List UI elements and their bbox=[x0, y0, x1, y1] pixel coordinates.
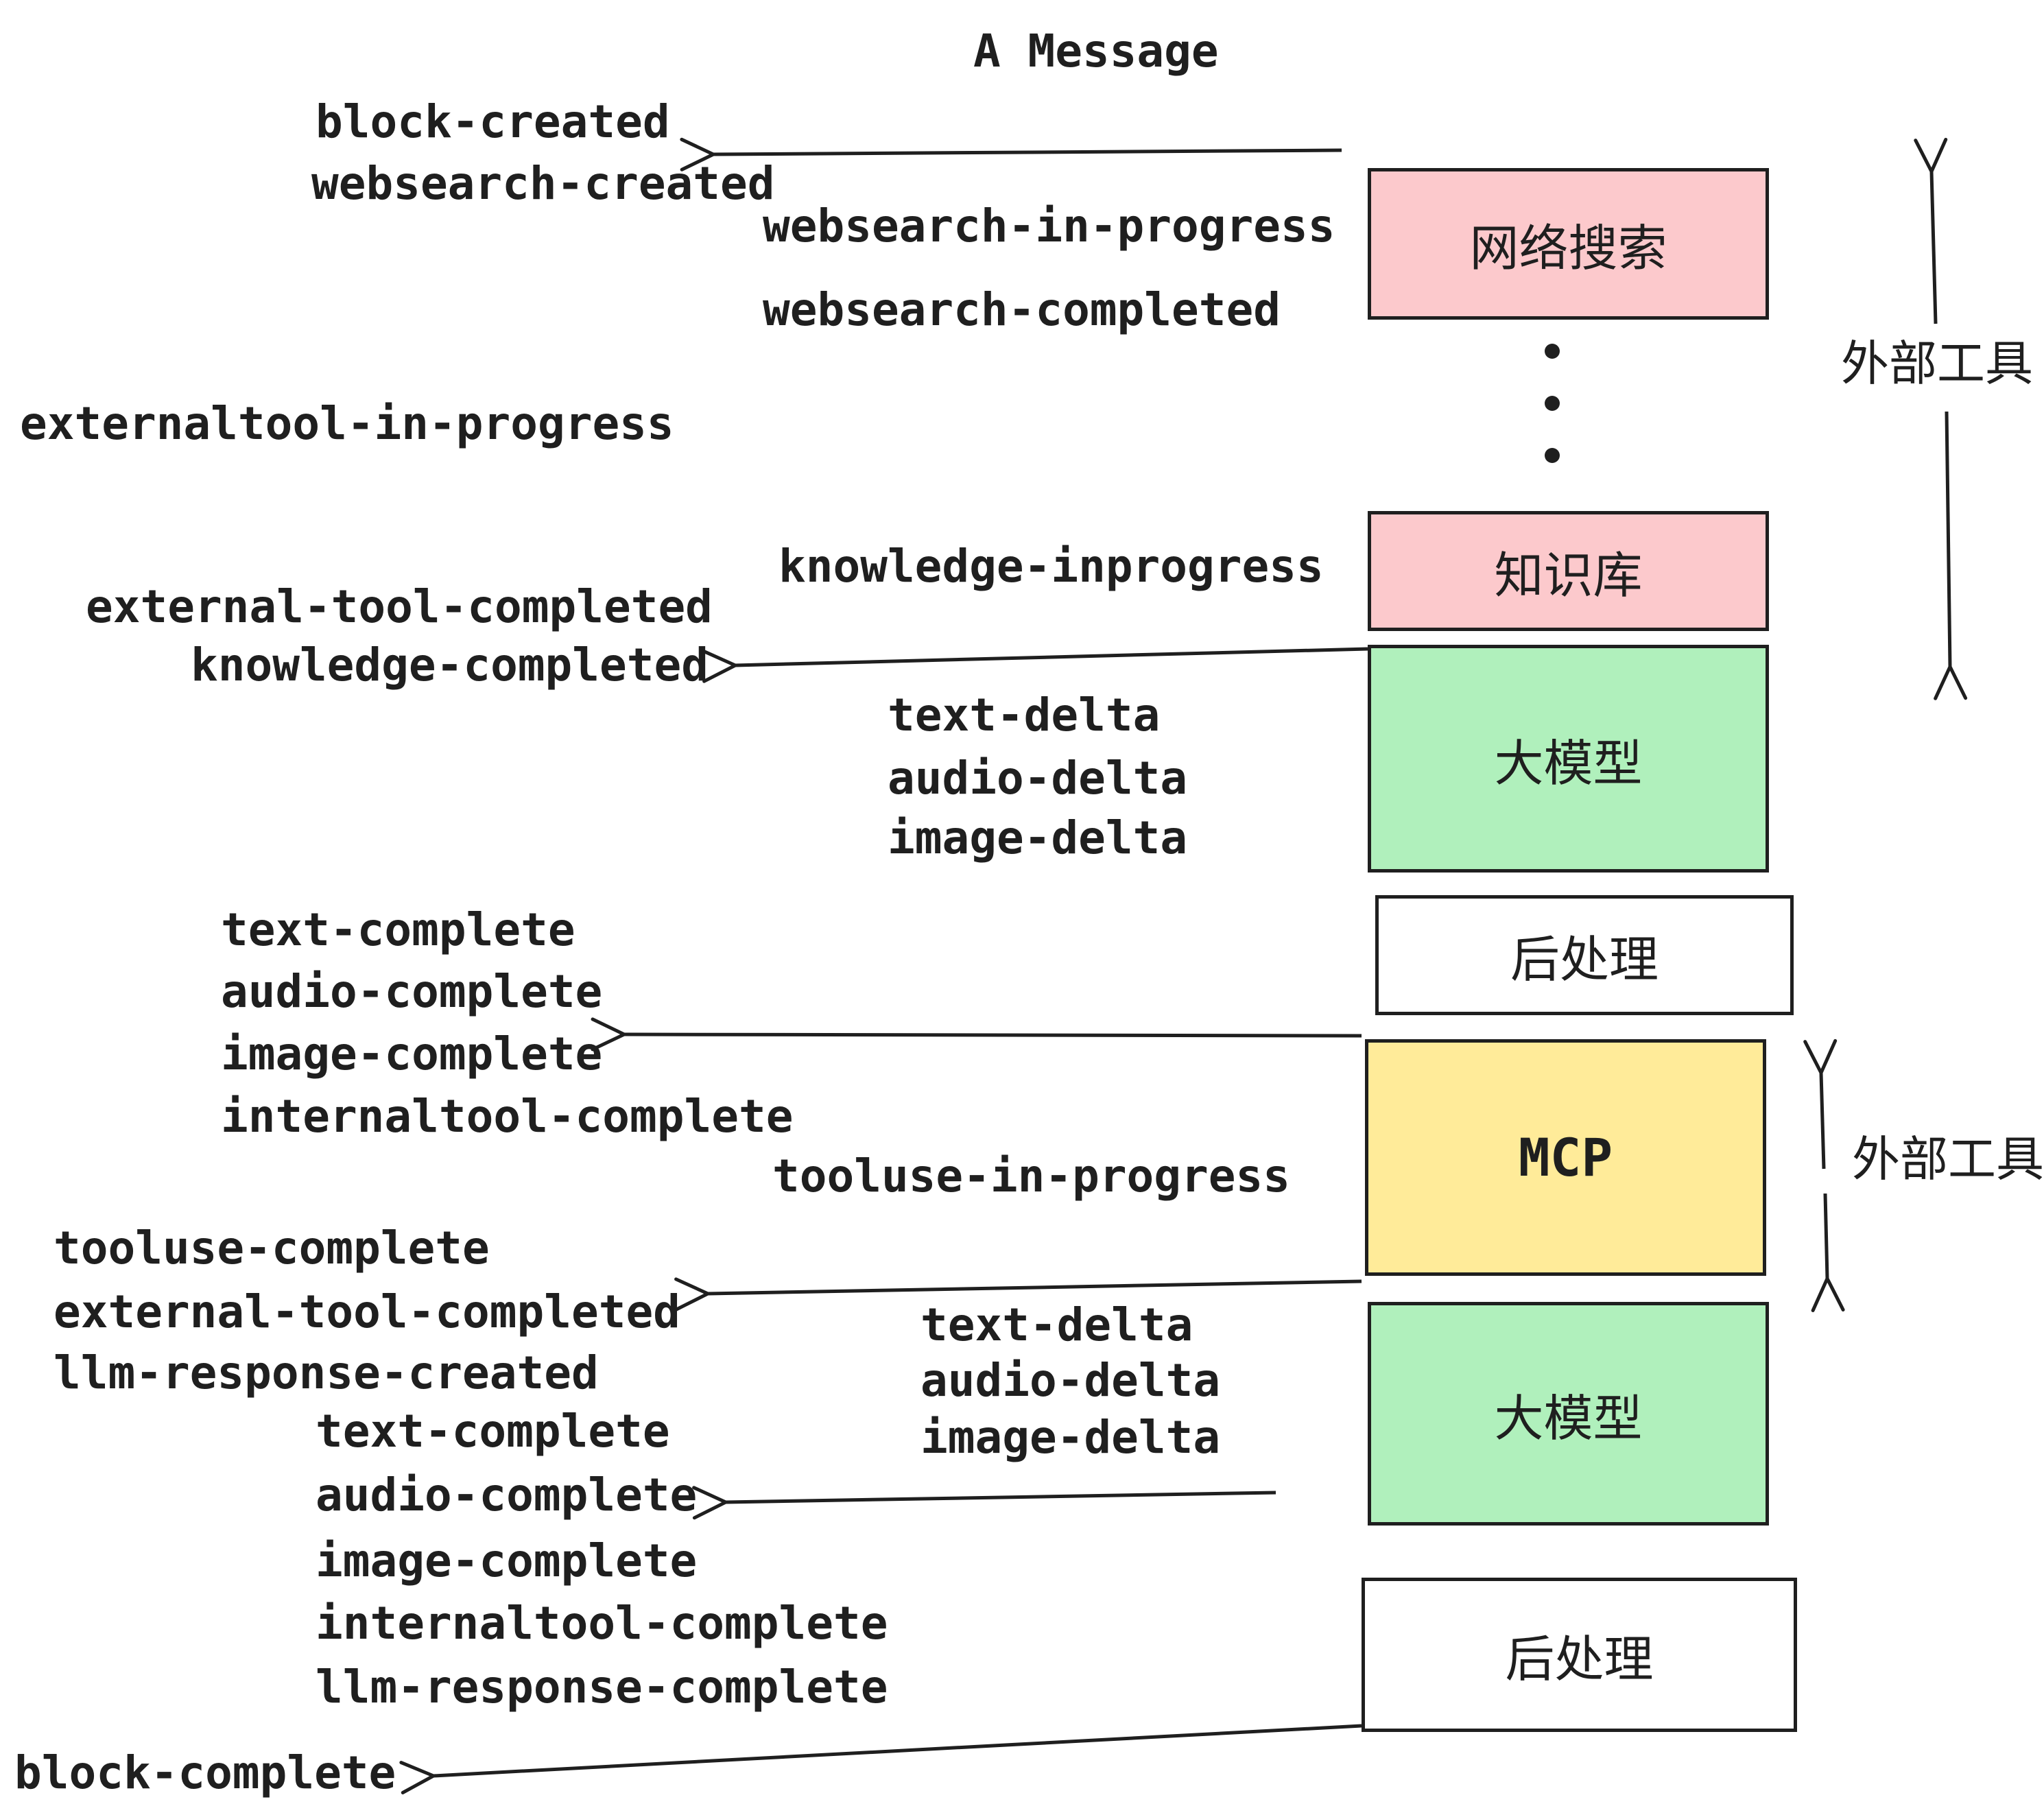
event-websearch-created: websearch-created bbox=[311, 157, 775, 210]
mcp-box: MCP bbox=[1365, 1039, 1766, 1276]
external-tools-down-arrow-2 bbox=[1811, 1193, 1845, 1313]
event-block-created: block-created bbox=[316, 95, 670, 148]
event-internaltool-complete-2: internaltool-complete bbox=[316, 1597, 888, 1650]
event-image-complete-1: image-complete bbox=[221, 1028, 603, 1080]
event-websearch-completed: websearch-completed bbox=[763, 283, 1281, 336]
event-external-tool-completed-1: external-tool-completed bbox=[86, 580, 713, 633]
external-tools-up-arrow-2 bbox=[1803, 1039, 1838, 1170]
external-tools-label-1: 外部工具 bbox=[1841, 335, 2033, 392]
event-block-complete: block-complete bbox=[14, 1746, 396, 1799]
llm-box-2-label: 大模型 bbox=[1494, 1389, 1643, 1447]
external-tools-down-arrow-1 bbox=[1934, 411, 1968, 700]
mcp-box-label: MCP bbox=[1518, 1127, 1613, 1188]
event-audio-delta-2: audio-delta bbox=[920, 1354, 1221, 1407]
event-text-complete-2: text-complete bbox=[316, 1405, 670, 1458]
event-image-delta-2: image-delta bbox=[920, 1411, 1221, 1464]
event-tooluse-complete: tooluse-complete bbox=[54, 1222, 490, 1274]
arrow-to-audio-complete bbox=[692, 1486, 1276, 1520]
postprocess-box-2: 后处理 bbox=[1362, 1578, 1797, 1732]
event-image-delta-1: image-delta bbox=[888, 811, 1188, 864]
arrow-to-image-complete bbox=[591, 1017, 1362, 1052]
knowledge-base-box-label: 知识库 bbox=[1494, 547, 1643, 604]
websearch-box: 网络搜索 bbox=[1368, 168, 1769, 320]
postprocess-box-2-label: 后处理 bbox=[1505, 1630, 1654, 1688]
postprocess-box-1: 后处理 bbox=[1375, 895, 1794, 1015]
llm-box-2: 大模型 bbox=[1368, 1302, 1769, 1526]
event-external-tool-completed-2: external-tool-completed bbox=[54, 1285, 680, 1338]
llm-box-1-label: 大模型 bbox=[1494, 734, 1643, 792]
websearch-box-label: 网络搜索 bbox=[1469, 219, 1667, 277]
external-tools-up-arrow-1 bbox=[1914, 137, 1948, 324]
arrow-to-block-complete bbox=[399, 1724, 1362, 1794]
postprocess-box-1-label: 后处理 bbox=[1510, 931, 1659, 988]
event-audio-delta-1: audio-delta bbox=[888, 752, 1188, 805]
event-internaltool-complete-1: internaltool-complete bbox=[221, 1090, 794, 1143]
llm-box-1: 大模型 bbox=[1368, 645, 1769, 873]
knowledge-base-box: 知识库 bbox=[1368, 511, 1769, 631]
event-text-delta-2: text-delta bbox=[920, 1298, 1193, 1351]
event-websearch-in-progress: websearch-in-progress bbox=[763, 200, 1335, 252]
event-audio-complete-1: audio-complete bbox=[221, 965, 603, 1018]
diagram-title: A Message bbox=[973, 25, 1219, 78]
ellipsis-dots bbox=[1545, 344, 1560, 463]
event-externaltool-in-progress: externaltool-in-progress bbox=[20, 397, 674, 450]
event-knowledge-completed: knowledge-completed bbox=[191, 639, 709, 691]
arrow-websearch-to-block-created bbox=[680, 137, 1342, 171]
event-knowledge-inprogress: knowledge-inprogress bbox=[779, 540, 1324, 593]
event-llm-response-created: llm-response-created bbox=[54, 1346, 599, 1399]
event-text-delta-1: text-delta bbox=[888, 689, 1161, 741]
event-tooluse-in-progress: tooluse-in-progress bbox=[772, 1150, 1290, 1202]
external-tools-label-2: 外部工具 bbox=[1852, 1131, 2044, 1187]
event-audio-complete-2: audio-complete bbox=[316, 1469, 698, 1521]
event-text-complete-1: text-complete bbox=[221, 903, 575, 956]
event-llm-response-complete: llm-response-complete bbox=[316, 1661, 888, 1713]
event-image-complete-2: image-complete bbox=[316, 1534, 698, 1587]
arrow-to-tooluse-complete bbox=[674, 1277, 1362, 1312]
arrow-to-knowledge-completed bbox=[701, 647, 1368, 683]
